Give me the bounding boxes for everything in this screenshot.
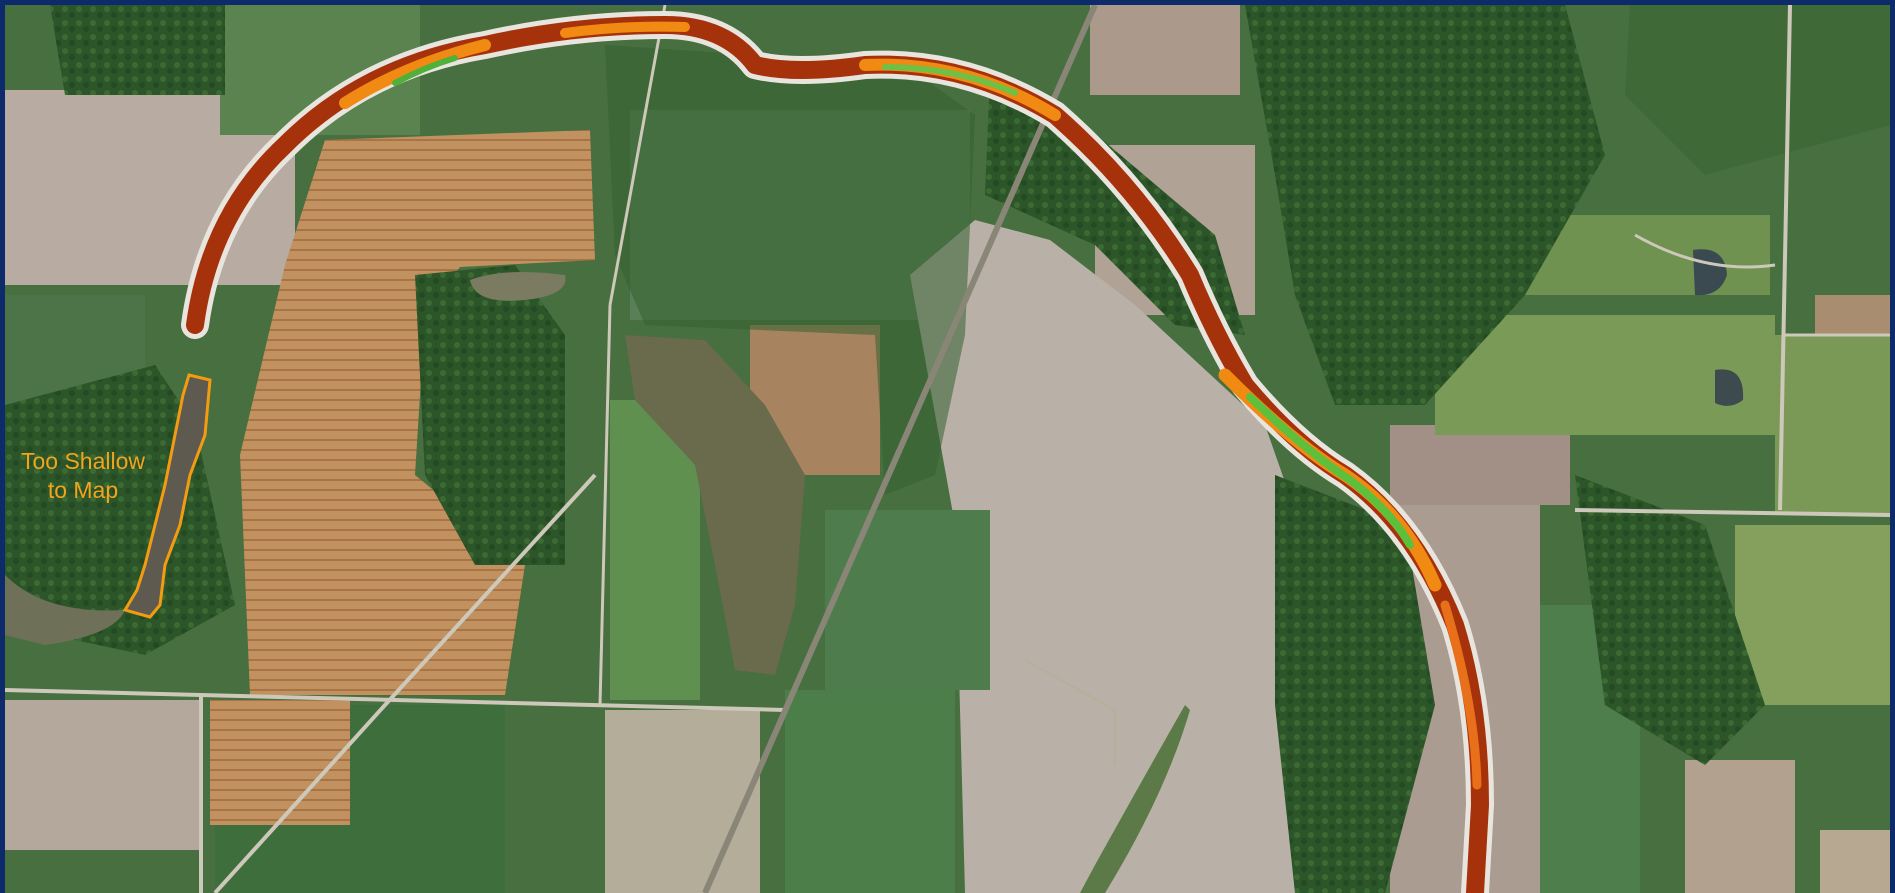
road-e-cross xyxy=(1574,508,1890,517)
road-ew xyxy=(5,688,786,712)
field-pasture-se xyxy=(1735,525,1890,705)
field-green-center-s xyxy=(825,510,990,690)
river-depth-deep-1 xyxy=(392,55,458,86)
field-bare-far-se xyxy=(1685,760,1795,893)
river-survey xyxy=(181,11,1494,893)
tree-strip xyxy=(1080,705,1190,893)
river-depth-mid-2 xyxy=(560,21,690,38)
field-bare-large xyxy=(910,220,1350,893)
field-green-sc xyxy=(785,690,955,893)
pond-e xyxy=(1715,369,1744,406)
road-diag xyxy=(608,5,667,306)
river-depth-mid-1 xyxy=(339,39,491,109)
road-curve xyxy=(598,304,612,706)
pond-lake xyxy=(625,335,805,675)
river-depth-deep-4 xyxy=(1246,393,1414,549)
drive-s xyxy=(1024,658,1117,765)
field-bare-corner xyxy=(1820,830,1890,893)
field-crop-sc xyxy=(605,710,760,893)
field-pasture-far-e xyxy=(1775,335,1890,515)
river-depth-mid-5 xyxy=(1440,600,1482,790)
road-lane xyxy=(1634,233,1776,269)
field-bare-ne-small xyxy=(1815,295,1890,335)
roads xyxy=(5,5,1890,893)
shallow-area-label: Too Shallow to Map xyxy=(20,448,146,503)
field-bare-sw xyxy=(5,700,200,850)
road-sw xyxy=(213,473,597,893)
field-bare-e xyxy=(1390,425,1570,505)
field-bare-n xyxy=(1090,5,1240,95)
forest-belts xyxy=(5,5,1890,893)
field-stubble-small xyxy=(210,700,350,825)
river-depth-deep-3 xyxy=(882,64,1018,96)
shallow-area-outline[interactable] xyxy=(122,373,212,619)
aerial-map[interactable] xyxy=(5,5,1890,893)
railway xyxy=(702,5,1098,893)
pond-oxbow xyxy=(5,575,125,645)
road-e xyxy=(1778,5,1792,511)
pond-small-n xyxy=(470,271,566,301)
